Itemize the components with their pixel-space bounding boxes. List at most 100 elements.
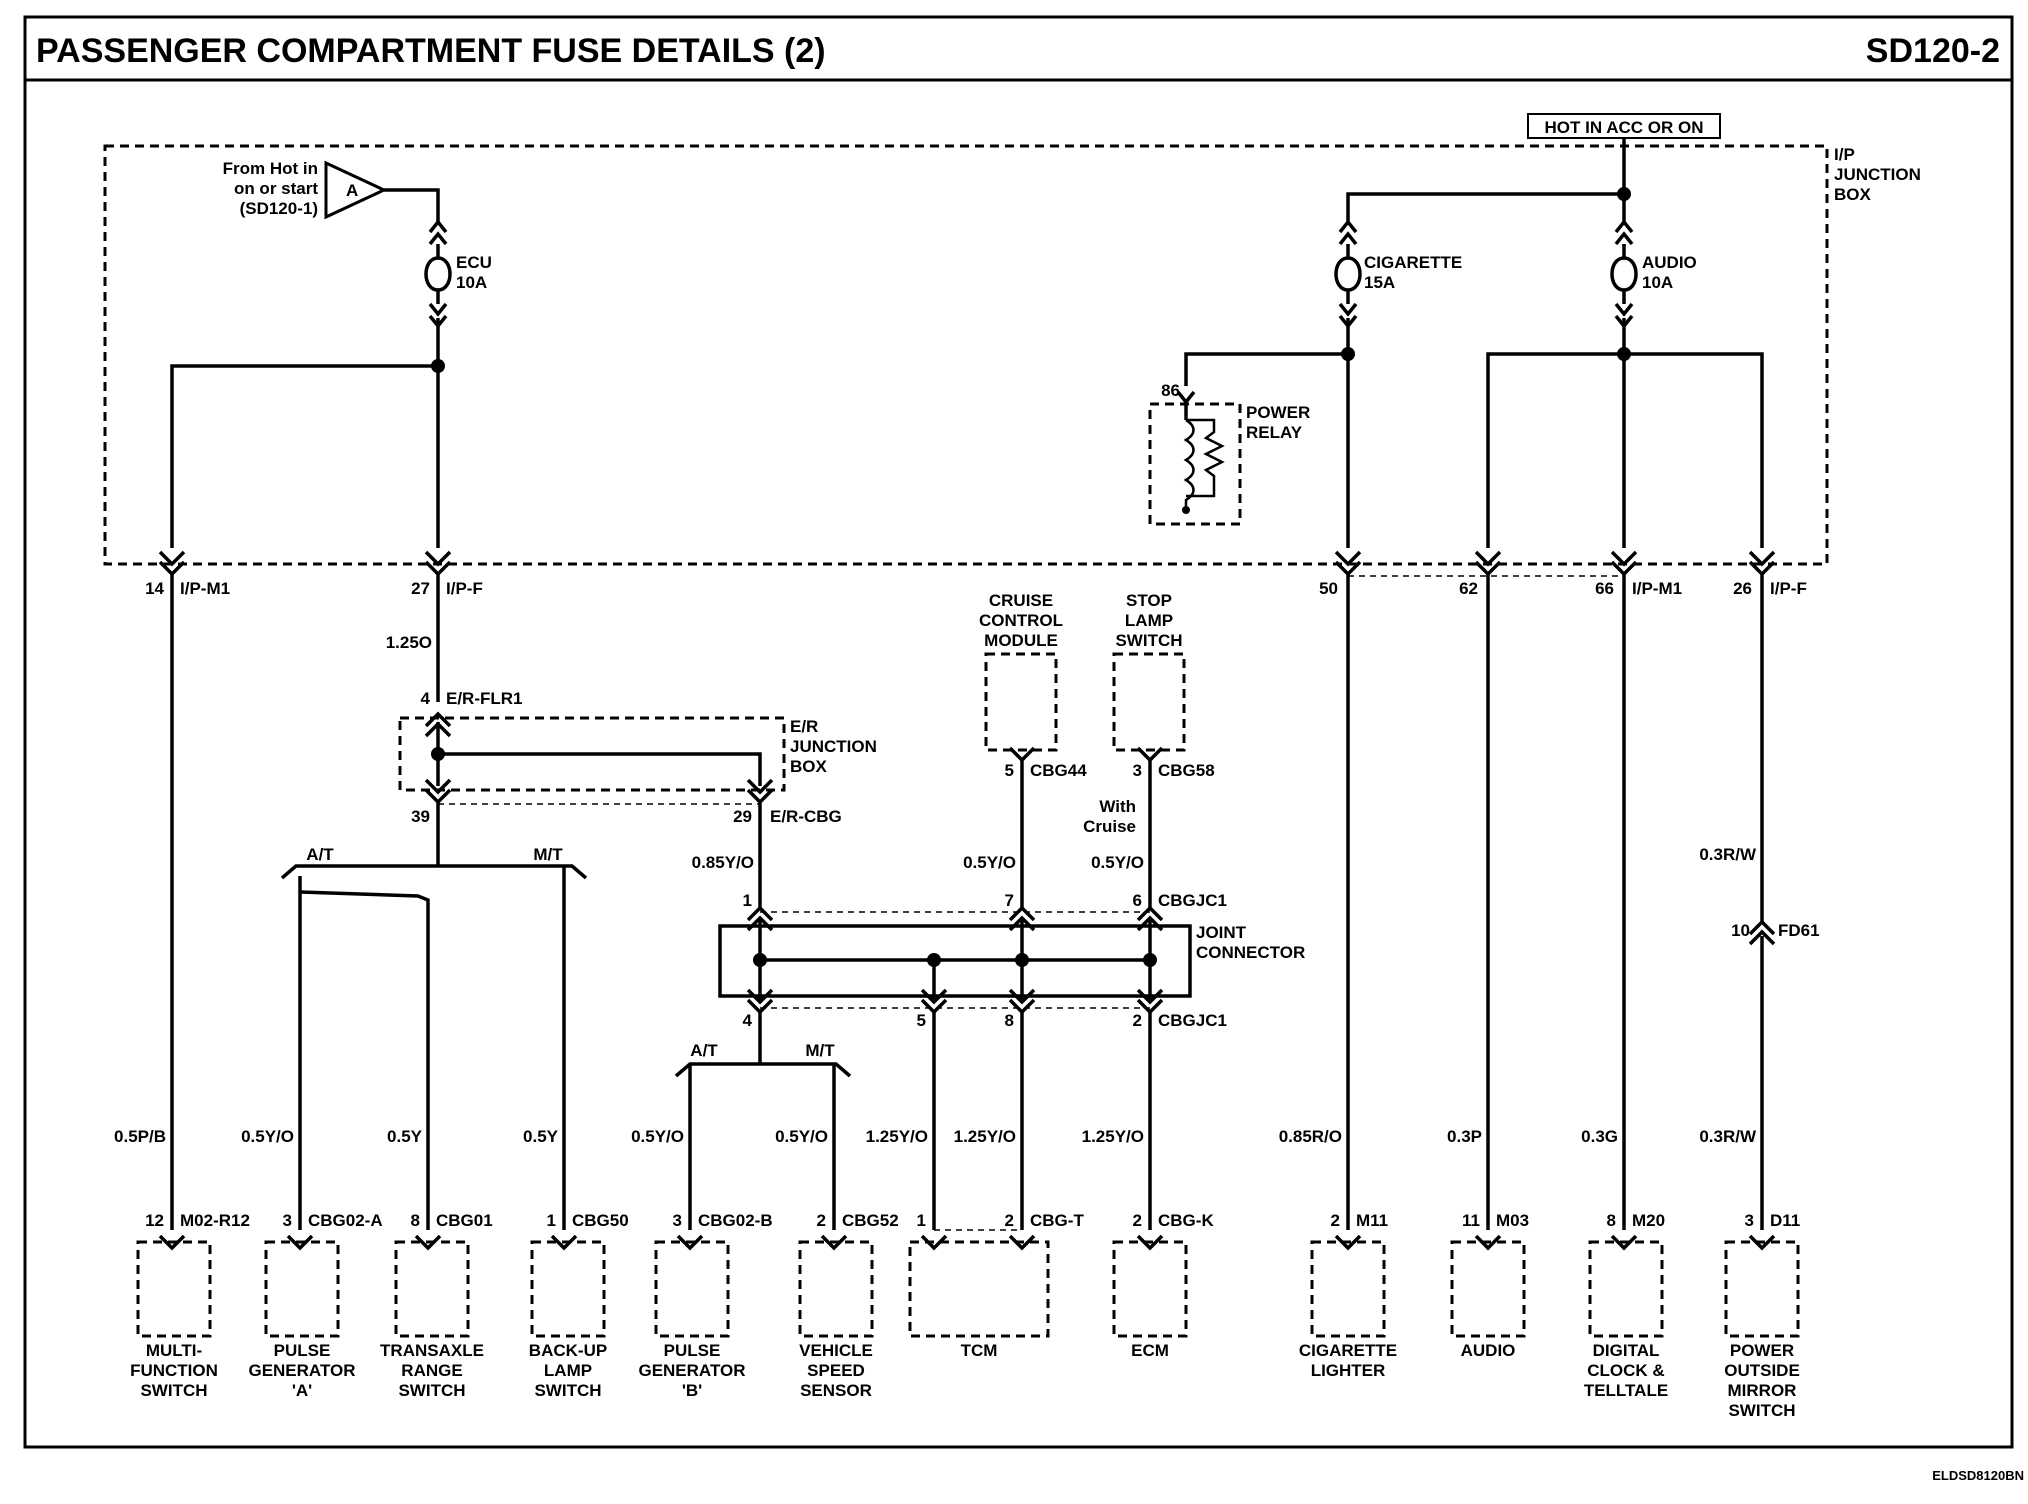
comp-pulse-gen-b-name-2: GENERATOR — [638, 1361, 745, 1380]
comp-backup-lamp-name-3: SWITCH — [534, 1381, 601, 1400]
power-relay-resistor-icon — [1186, 418, 1225, 498]
comp-pulse-gen-a-name-3: 'A' — [292, 1381, 312, 1400]
comp-mirror-name-2: OUTSIDE — [1724, 1361, 1800, 1380]
er-pin-out2-number: 29 — [733, 807, 752, 826]
comp-mirror-box — [1724, 1240, 1800, 1338]
cruise-control-pin: 5 — [1005, 761, 1014, 780]
comp-vehicle-speed-name-3: SENSOR — [800, 1381, 872, 1400]
er-pin-out1-number: 39 — [411, 807, 430, 826]
ip-pin-26-connector: I/P-F — [1770, 579, 1807, 598]
comp-cigarette-box — [1310, 1240, 1386, 1338]
wire-label-1.25o: 1.25O — [386, 633, 432, 652]
ip-pin-66-connector: I/P-M1 — [1632, 579, 1682, 598]
hot-label-box — [1527, 113, 1721, 139]
ip-pin-50-number: 50 — [1319, 579, 1338, 598]
jc-bottom-connector: CBGJC1 — [1158, 1011, 1227, 1030]
wire-hot-acc-bus — [1346, 192, 1624, 224]
comp-transaxle-box — [394, 1240, 470, 1338]
er-junction-box — [398, 716, 786, 792]
power-relay-coil-icon — [1183, 418, 1195, 510]
comp-pulse-gen-b-pin-marker — [676, 1234, 704, 1251]
branch-mt-right: M/T — [805, 1041, 835, 1060]
comp-pulse-gen-b-name-1: PULSE — [664, 1341, 721, 1360]
stop-lamp-switch-box — [1112, 652, 1186, 752]
comp-cigarette-pin-marker — [1334, 1234, 1362, 1251]
wire-label-digital-clock: 0.3G — [1581, 1127, 1618, 1146]
er-pin-in-number: 4 — [421, 689, 431, 708]
ip-pin-27-number: 27 — [411, 579, 430, 598]
comp-backup-lamp-name-1: BACK-UP — [529, 1341, 607, 1360]
comp-tcm-connector: CBG-T — [1030, 1211, 1084, 1230]
comp-tcm-pin-1: 1 — [917, 1211, 926, 1230]
fuse-cigarette-rating: 15A — [1364, 273, 1395, 292]
branch-at-right: A/T — [690, 1041, 718, 1060]
er-pin-in-connector: E/R-FLR1 — [446, 689, 523, 708]
comp-mirror-name-4: SWITCH — [1728, 1401, 1795, 1420]
comp-mirror-name-3: MIRROR — [1728, 1381, 1797, 1400]
comp-backup-lamp-connector: CBG50 — [572, 1211, 629, 1230]
comp-vehicle-speed-pin-marker — [820, 1234, 848, 1251]
comp-transaxle-name-2: RANGE — [401, 1361, 462, 1380]
power-relay-label-1: POWER — [1246, 403, 1310, 422]
stop-lamp-pin: 3 — [1133, 761, 1142, 780]
comp-pulse-gen-a-pin-marker — [286, 1234, 314, 1251]
comp-pulse-gen-a-name-2: GENERATOR — [248, 1361, 355, 1380]
comp-transaxle-name-1: TRANSAXLE — [380, 1341, 484, 1360]
comp-audio-name: AUDIO — [1461, 1341, 1516, 1360]
comp-vehicle-speed-name-1: VEHICLE — [799, 1341, 873, 1360]
wire-label-pulse-gen-a: 0.5Y/O — [241, 1127, 294, 1146]
with-cruise-label-1: With — [1099, 797, 1136, 816]
branch-at-left: A/T — [306, 845, 334, 864]
from-hot-connector-letter: A — [346, 181, 358, 200]
wire-label-transaxle: 0.5Y — [387, 1127, 423, 1146]
comp-backup-lamp-box — [530, 1240, 606, 1338]
comp-transaxle-pin-marker — [414, 1234, 442, 1251]
comp-cigarette-name-2: LIGHTER — [1311, 1361, 1386, 1380]
ip-pin-62-number: 62 — [1459, 579, 1478, 598]
comp-pulse-gen-b-name-3: 'B' — [682, 1381, 702, 1400]
comp-tcm-pin-2: 2 — [1005, 1211, 1014, 1230]
comp-mirror-pin: 3 — [1745, 1211, 1754, 1230]
stop-lamp-connector: CBG58 — [1158, 761, 1215, 780]
diagram-frame — [23, 15, 2014, 1449]
comp-audio-connector: M03 — [1496, 1211, 1529, 1230]
comp-vehicle-speed-connector: CBG52 — [842, 1211, 899, 1230]
wire-at-mt-split-left — [280, 864, 588, 880]
comp-mirror-pin-marker — [1748, 1234, 1776, 1251]
comp-pulse-gen-a-name-1: PULSE — [274, 1341, 331, 1360]
comp-digital-clock-pin: 8 — [1607, 1211, 1616, 1230]
comp-ecm-box — [1112, 1240, 1188, 1338]
ip-junction-box-label-2: JUNCTION — [1834, 165, 1921, 184]
cruise-control-connector: CBG44 — [1030, 761, 1087, 780]
power-relay-ground-dot — [1182, 506, 1190, 514]
jc-top-pin-1: 1 — [743, 891, 752, 910]
comp-ecm-connector: CBG-K — [1158, 1211, 1214, 1230]
comp-cigarette-pin: 2 — [1331, 1211, 1340, 1230]
fuse-ecu-symbol — [424, 219, 452, 329]
fuse-audio-symbol — [1610, 219, 1638, 329]
wire-label-tcm-2: 1.25Y/O — [954, 1127, 1016, 1146]
fuse-ecu-rating: 10A — [456, 273, 487, 292]
comp-digital-clock-name-2: CLOCK & — [1587, 1361, 1664, 1380]
comp-vehicle-speed-box — [798, 1240, 874, 1338]
jc-bottom-pin-5: 5 — [917, 1011, 926, 1030]
comp-cigarette-name-1: CIGARETTE — [1299, 1341, 1397, 1360]
wire-audio-branch-left — [1486, 352, 1624, 548]
comp-digital-clock-connector: M20 — [1632, 1211, 1665, 1230]
comp-vehicle-speed-pin: 2 — [817, 1211, 826, 1230]
cruise-control-label-3: MODULE — [984, 631, 1058, 650]
comp-audio-pin-marker — [1474, 1234, 1502, 1251]
wire-label-0.5yo-cruise: 0.5Y/O — [963, 853, 1016, 872]
joint-connector-label-2: CONNECTOR — [1196, 943, 1305, 962]
comp-backup-lamp-pin-marker — [550, 1234, 578, 1251]
comp-mirror-name-1: POWER — [1730, 1341, 1794, 1360]
wire-label-multifunction: 0.5P/B — [114, 1127, 166, 1146]
comp-transaxle-connector: CBG01 — [436, 1211, 493, 1230]
comp-tcm-pin-marker-1 — [920, 1234, 948, 1251]
jc-top-pin-6: 6 — [1133, 891, 1142, 910]
er-junction-box-label-3: BOX — [790, 757, 828, 776]
from-hot-connector-triangle — [324, 160, 388, 220]
comp-ecm-pin: 2 — [1133, 1211, 1142, 1230]
fuse-cigarette-name: CIGARETTE — [1364, 253, 1462, 272]
wire-label-cigarette: 0.85R/O — [1279, 1127, 1342, 1146]
